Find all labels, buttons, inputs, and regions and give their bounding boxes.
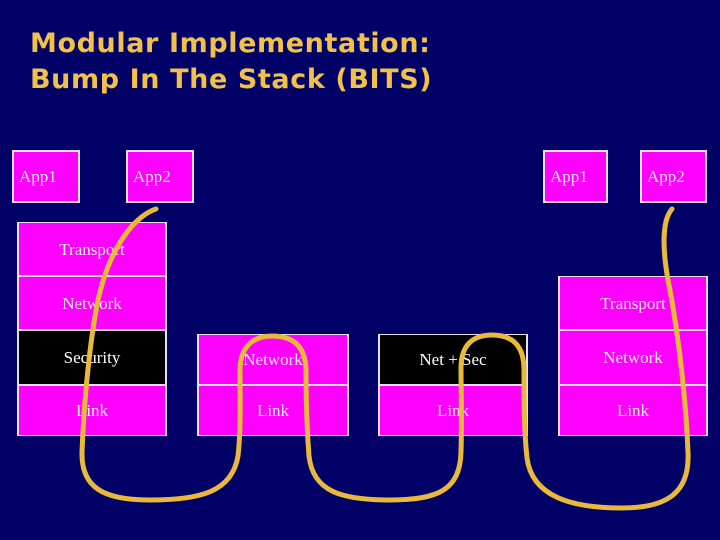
left-transport-label: Transport	[59, 239, 125, 259]
left-app2-box: App2	[126, 150, 194, 203]
right-transport-label: Transport	[600, 293, 666, 313]
right-network-box: Network	[558, 330, 708, 385]
bits-netsec-box: Net + Sec	[378, 334, 528, 385]
router-link-box: Link	[197, 385, 349, 436]
left-transport-box: Transport	[17, 222, 167, 276]
left-security-box: Security	[17, 330, 167, 385]
bits-netsec-label: Net + Sec	[419, 350, 487, 369]
right-app1-box: App1	[543, 150, 608, 203]
left-app1-box: App1	[12, 150, 80, 203]
router-network-box: Network	[197, 334, 349, 385]
bits-link-label: Link	[436, 401, 470, 420]
left-security-label: Security	[63, 348, 121, 367]
page-title: Modular Implementation: Bump In The Stac…	[30, 28, 433, 95]
left-app1-label: App1	[19, 167, 57, 186]
right-link-label: Link	[616, 401, 650, 420]
router-network-label: Network	[243, 350, 303, 369]
right-link-box: Link	[558, 385, 708, 436]
right-transport-box: Transport	[558, 276, 708, 330]
left-network-label: Network	[62, 293, 122, 313]
left-link-box: Link	[17, 385, 167, 436]
left-network-box: Network	[17, 276, 167, 330]
left-link-label: Link	[75, 401, 109, 420]
bits-link-box: Link	[378, 385, 528, 436]
right-app2-box: App2	[640, 150, 707, 203]
router-link-label: Link	[256, 401, 290, 420]
right-app1-label: App1	[550, 167, 588, 186]
left-app2-label: App2	[133, 167, 171, 186]
right-network-label: Network	[603, 348, 663, 367]
right-app2-label: App2	[647, 167, 685, 186]
